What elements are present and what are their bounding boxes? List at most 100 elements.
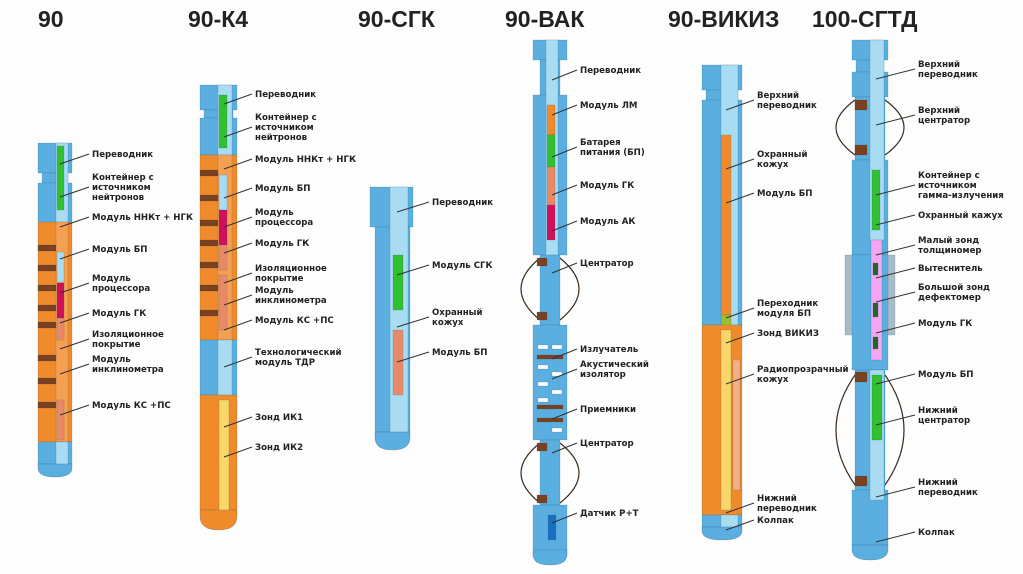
leader-line: [551, 262, 578, 274]
component-label: Верхний: [757, 91, 799, 101]
component-label: Зонд ИК2: [255, 443, 303, 453]
component-label: переводник: [757, 504, 817, 514]
leader-line: [59, 186, 90, 198]
tool-section-salmon: [56, 317, 65, 341]
component-label: источником: [92, 183, 151, 193]
component-label: Модуль ННКт + НГК: [92, 213, 193, 223]
leader-line: [725, 502, 755, 514]
leader-line: [551, 184, 578, 196]
tool-cap: [701, 526, 743, 541]
component-label: Зонд ВИКИЗ: [757, 329, 819, 339]
tool-section-white: [551, 371, 563, 377]
leader-line: [59, 216, 90, 228]
component-label: Нижний: [918, 478, 958, 488]
component-label: Переводник: [580, 66, 641, 76]
component-label: кожух: [432, 318, 464, 328]
component-label: Модуль ГК: [918, 319, 972, 329]
component-label: Модуль ГК: [580, 181, 634, 191]
leader-line: [396, 351, 430, 363]
leader-line: [551, 512, 578, 524]
leader-line: [875, 214, 916, 226]
tool-section-band: [37, 354, 57, 362]
centralizer-bow-spring: [884, 99, 905, 156]
tool-title: 90-К4: [188, 6, 248, 32]
leader-line: [551, 442, 578, 454]
tool-section-band: [536, 354, 564, 360]
tool-section-inner: [56, 251, 65, 283]
tool-section-green: [56, 145, 65, 211]
component-label: Нижний: [757, 494, 797, 504]
component-label: Датчик Р+Т: [580, 509, 639, 519]
leader-line: [396, 316, 430, 328]
leader-line: [551, 348, 578, 360]
leader-line: [875, 322, 916, 334]
component-label: Модуль БП: [757, 189, 812, 199]
tool-section-band: [37, 284, 57, 292]
component-label: нейтронов: [92, 193, 145, 203]
component-label: Модуль БП: [92, 245, 147, 255]
tool-section-red: [218, 209, 228, 246]
tool-section-darkgreen: [872, 336, 879, 350]
leader-line: [59, 404, 90, 416]
component-label: Излучатель: [580, 345, 639, 355]
leader-line: [223, 187, 253, 199]
tool-section-orange: [546, 104, 556, 136]
leader-line: [875, 184, 916, 196]
leader-line: [551, 104, 578, 116]
leader-line: [875, 373, 916, 385]
centralizer-bow-spring: [835, 374, 856, 486]
tool-section-salmon: [56, 399, 65, 441]
tool-section-white: [537, 364, 549, 370]
component-label: Охранный: [757, 150, 807, 160]
leader-line: [59, 363, 90, 375]
leader-line: [875, 114, 916, 126]
tool-section-band: [536, 404, 564, 410]
component-label: Модуль КС +ПС: [92, 401, 171, 411]
tool-section-inner: [217, 339, 233, 396]
leader-line: [875, 531, 916, 543]
component-label: источником: [918, 181, 977, 191]
tool-section-band: [536, 494, 548, 504]
tool-section-band: [199, 219, 219, 227]
component-label: Нижний: [918, 406, 958, 416]
leader-line: [223, 93, 253, 105]
leader-line: [551, 220, 578, 232]
tool-section-band: [37, 304, 57, 312]
component-label: Акустический: [580, 360, 649, 370]
tool-section-band: [37, 244, 57, 252]
leader-line: [551, 146, 578, 158]
component-label: Изоляционное: [92, 330, 164, 340]
centralizer-bow-spring: [559, 257, 580, 321]
tool-section-band: [536, 442, 548, 452]
tool-section-sensor: [547, 514, 557, 541]
leader-line: [59, 248, 90, 260]
tool-cap: [199, 509, 238, 531]
centralizer-bow-spring: [559, 442, 580, 504]
component-label: Модуль АК: [580, 217, 635, 227]
component-label: Приемники: [580, 405, 636, 415]
component-label: Большой зонд: [918, 283, 990, 293]
tool-section-white: [537, 397, 549, 403]
centralizer-bow-spring: [835, 99, 856, 156]
tool-section-band: [536, 311, 548, 321]
leader-line: [223, 216, 253, 228]
component-label: Модуль ЛМ: [580, 101, 637, 111]
component-label: процессора: [92, 284, 150, 294]
leader-line: [875, 244, 916, 256]
component-label: Технологический: [255, 348, 341, 358]
tool-section-white: [537, 381, 549, 387]
tool-section-green: [218, 94, 228, 149]
leader-line: [59, 282, 90, 294]
component-label: кожух: [757, 375, 789, 385]
leader-line: [59, 312, 90, 324]
component-label: центратор: [918, 116, 970, 126]
tool-cap: [851, 544, 889, 561]
leader-line: [875, 291, 916, 303]
component-label: Переводник: [255, 90, 316, 100]
tool-title: 90-СГК: [358, 6, 436, 32]
tool-section-darkgreen: [872, 302, 879, 318]
component-label: Центратор: [580, 259, 634, 269]
